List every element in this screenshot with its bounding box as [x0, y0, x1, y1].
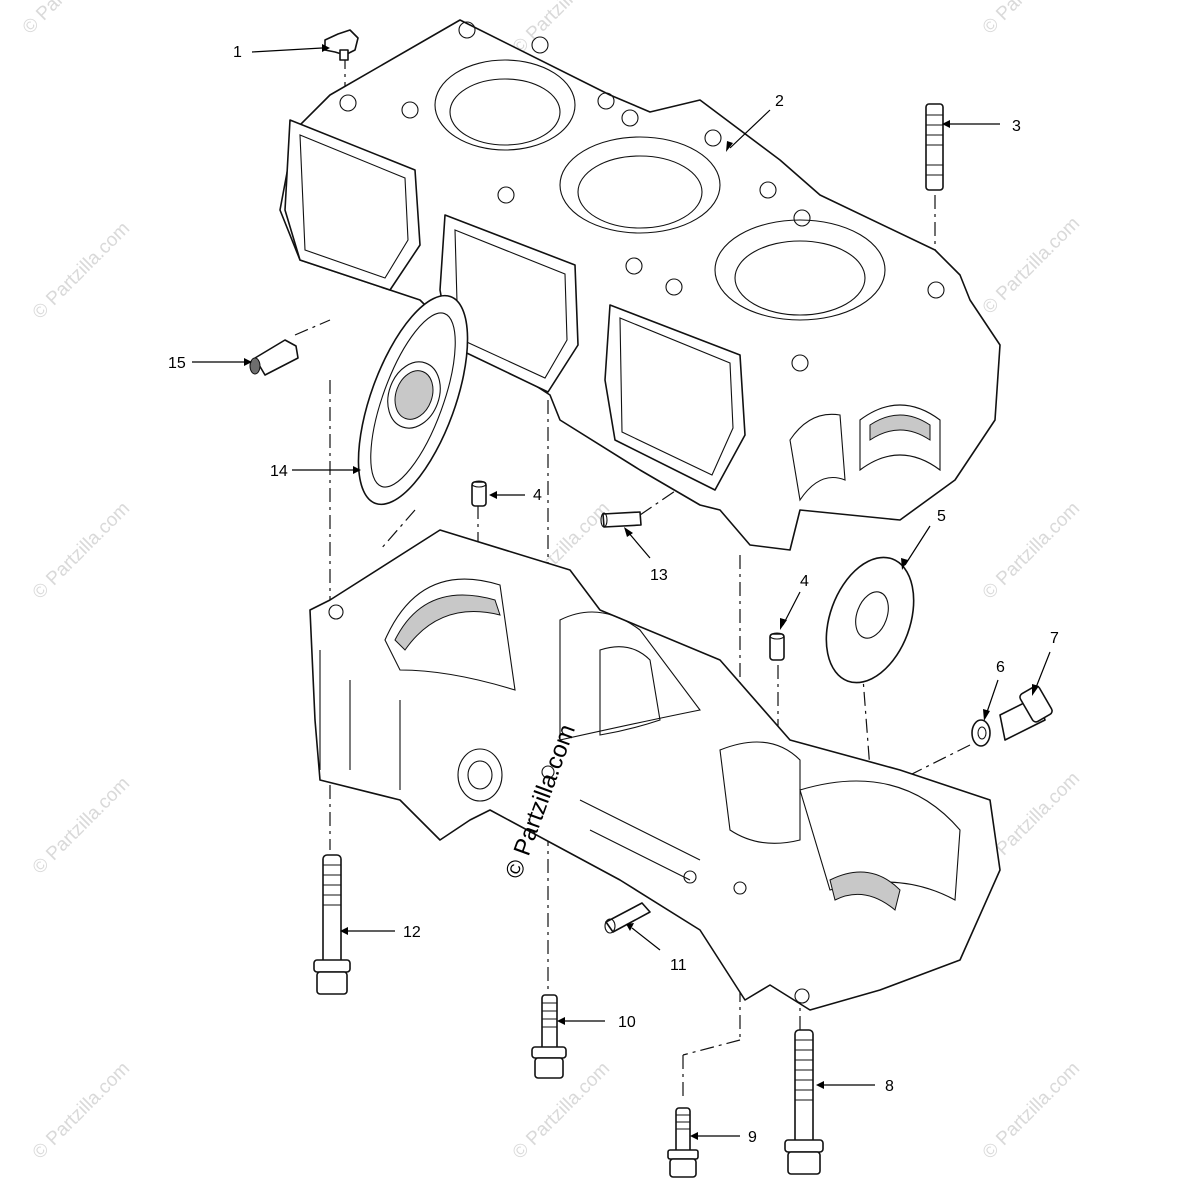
- watermark: © Partzilla.com: [29, 773, 134, 878]
- callout-1: 1: [233, 44, 242, 61]
- main-bolt: [531, 994, 567, 1079]
- callout-4-upper: 4: [533, 487, 542, 504]
- watermark: © Partzilla.com: [979, 1058, 1084, 1163]
- stud: [925, 103, 944, 191]
- callout-8: 8: [885, 1078, 894, 1095]
- short-bolt: [667, 1107, 699, 1178]
- callout-14: 14: [270, 463, 288, 480]
- callout-15: 15: [168, 355, 186, 372]
- callout-2: 2: [775, 93, 784, 110]
- watermark: © Partzilla.com: [29, 1058, 134, 1163]
- watermark: © Partzilla.com: [509, 0, 614, 59]
- long-bolt: [784, 1029, 824, 1175]
- washer: [971, 719, 991, 747]
- callout-labels: 1 2 3 4 4 5 6 7 8 9 10 11 12 13 14 15: [168, 44, 1059, 1146]
- callout-10: 10: [618, 1014, 636, 1031]
- oil-seal: [825, 556, 915, 684]
- lower-crankcase: [309, 529, 1001, 1011]
- long-bolt: [313, 854, 351, 995]
- oil-seal: [357, 294, 469, 506]
- callout-5: 5: [937, 508, 946, 525]
- dowel-pin: [600, 511, 642, 528]
- callout-6: 6: [996, 659, 1005, 676]
- callout-3: 3: [1012, 118, 1021, 135]
- callout-7: 7: [1050, 630, 1059, 647]
- callout-9: 9: [748, 1129, 757, 1146]
- watermark: © Partzilla.com: [979, 213, 1084, 318]
- callout-12: 12: [403, 924, 421, 941]
- dowel-pin: [769, 632, 785, 661]
- watermark: © Partzilla.com: [19, 0, 124, 39]
- flange-bolt: [999, 685, 1053, 741]
- dowel-pin: [471, 480, 487, 507]
- upper-crankcase: [279, 19, 1001, 551]
- watermark: © Partzilla.com: [29, 498, 134, 603]
- watermark: © Partzilla.com: [979, 498, 1084, 603]
- dowel-sleeve: [604, 902, 651, 934]
- callout-4-lower: 4: [800, 573, 809, 590]
- fitting: [249, 339, 299, 376]
- watermark: © Partzilla.com: [29, 218, 134, 323]
- callout-11: 11: [670, 957, 687, 974]
- elbow-fitting: [324, 29, 359, 61]
- callout-13: 13: [650, 567, 668, 584]
- watermark: © Partzilla.com: [979, 0, 1084, 39]
- leader-lines: [192, 44, 1051, 1140]
